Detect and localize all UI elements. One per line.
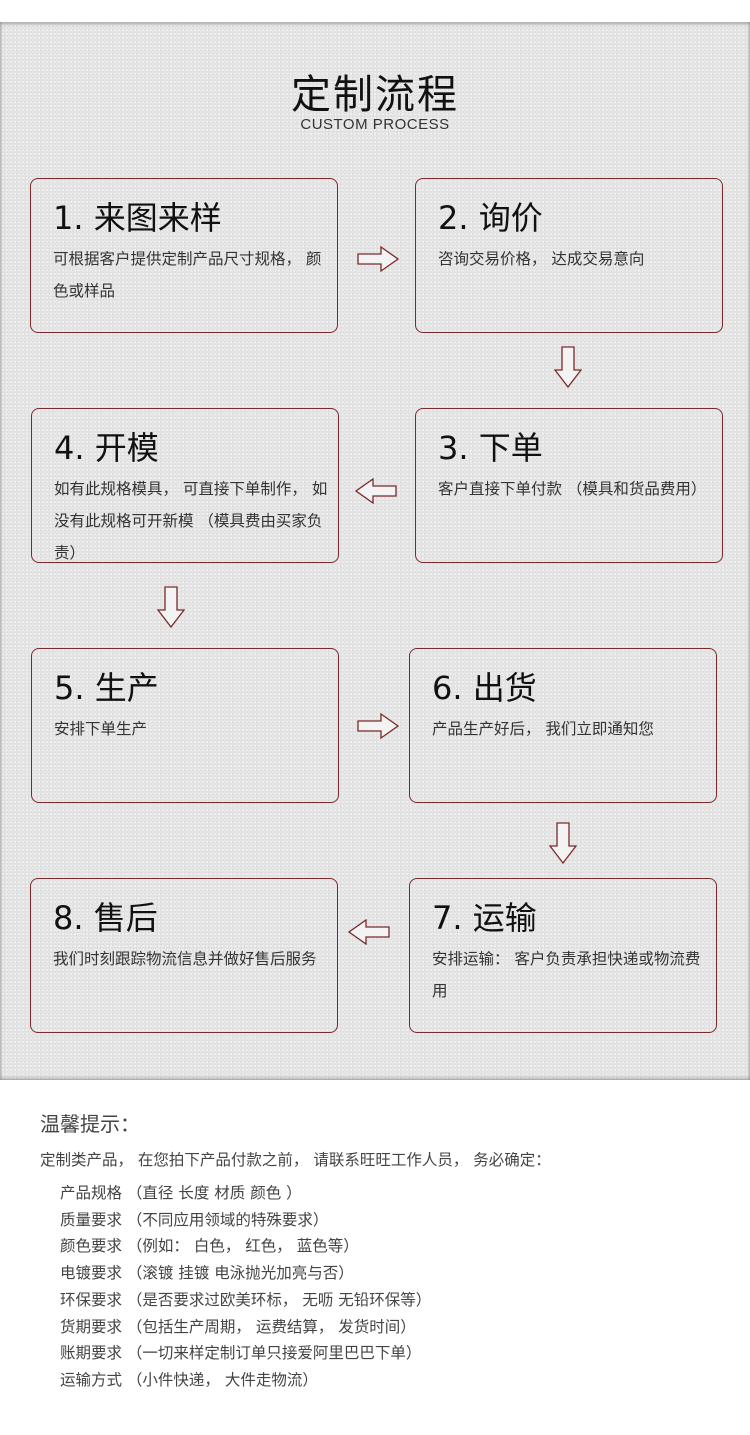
- step-card-2: 2. 询价 咨询交易价格， 达成交易意向: [415, 178, 723, 333]
- step-title: 3. 下单: [438, 429, 543, 467]
- step-description: 安排运输： 客户负责承担快递或物流费用: [432, 950, 701, 1000]
- step-description: 客户直接下单付款 （模具和货品费用）: [438, 480, 707, 498]
- list-item: 运输方式 （小件快递， 大件走物流）: [60, 1370, 318, 1389]
- list-item: 环保要求 （是否要求过欧美环标， 无呖 无铅环保等）: [60, 1290, 432, 1309]
- step-title: 6. 出货: [432, 669, 537, 707]
- arrow-right-icon: [357, 713, 399, 739]
- step-card-5: 5. 生产 安排下单生产: [31, 648, 339, 803]
- step-description: 咨询交易价格， 达成交易意向: [438, 250, 645, 268]
- step-card-6: 6. 出货 产品生产好后， 我们立即通知您: [409, 648, 717, 803]
- tips-intro: 定制类产品， 在您拍下产品付款之前， 请联系旺旺工作人员， 务必确定：: [40, 1151, 551, 1169]
- step-description: 如有此规格模具， 可直接下单制作， 如没有此规格可开新模 （模具费由买家负责）: [54, 480, 328, 562]
- process-panel: [0, 22, 750, 1080]
- step-title: 2. 询价: [438, 199, 543, 237]
- list-item: 电镀要求 （滚镀 挂镀 电泳抛光加亮与否）: [60, 1264, 354, 1283]
- tips-list: 产品规格 （直径 长度 材质 颜色 ） 质量要求 （不同应用领域的特殊要求） 颜…: [60, 1180, 431, 1394]
- list-item: 产品规格 （直径 长度 材质 颜色 ）: [60, 1184, 302, 1202]
- step-title: 5. 生产: [54, 669, 159, 707]
- step-card-1: 1. 来图来样 可根据客户提供定制产品尺寸规格， 颜色或样品: [30, 178, 338, 333]
- step-description: 我们时刻跟踪物流信息并做好售后服务: [53, 950, 317, 968]
- arrow-down-icon: [157, 586, 185, 628]
- arrow-right-icon: [357, 246, 399, 272]
- arrow-down-icon: [549, 822, 577, 864]
- page-title: 定制流程: [291, 72, 459, 118]
- step-title: 1. 来图来样: [53, 199, 222, 237]
- list-item: 货期要求 （包括生产周期， 运费结算， 发货时间）: [60, 1317, 416, 1336]
- step-card-8: 8. 售后 我们时刻跟踪物流信息并做好售后服务: [30, 878, 338, 1033]
- step-card-3: 3. 下单 客户直接下单付款 （模具和货品费用）: [415, 408, 723, 563]
- arrow-left-icon: [348, 919, 390, 945]
- step-description: 安排下单生产: [54, 720, 148, 738]
- step-card-4: 4. 开模 如有此规格模具， 可直接下单制作， 如没有此规格可开新模 （模具费由…: [31, 408, 339, 563]
- step-title: 8. 售后: [53, 899, 158, 937]
- list-item: 账期要求 （一切来样定制订单只接爱阿里巴巴下单）: [60, 1344, 422, 1363]
- page-subtitle: CUSTOM PROCESS: [300, 116, 450, 133]
- tips-title: 温馨提示：: [40, 1112, 140, 1136]
- step-title: 7. 运输: [432, 899, 537, 937]
- list-item: 质量要求 （不同应用领域的特殊要求）: [60, 1210, 329, 1229]
- step-title: 4. 开模: [54, 429, 159, 467]
- step-description: 产品生产好后， 我们立即通知您: [432, 720, 654, 738]
- step-card-7: 7. 运输 安排运输： 客户负责承担快递或物流费用: [409, 878, 717, 1033]
- arrow-down-icon: [554, 346, 582, 388]
- arrow-left-icon: [355, 478, 397, 504]
- list-item: 颜色要求 （例如： 白色， 红色， 蓝色等）: [60, 1237, 359, 1256]
- step-description: 可根据客户提供定制产品尺寸规格， 颜色或样品: [53, 250, 322, 300]
